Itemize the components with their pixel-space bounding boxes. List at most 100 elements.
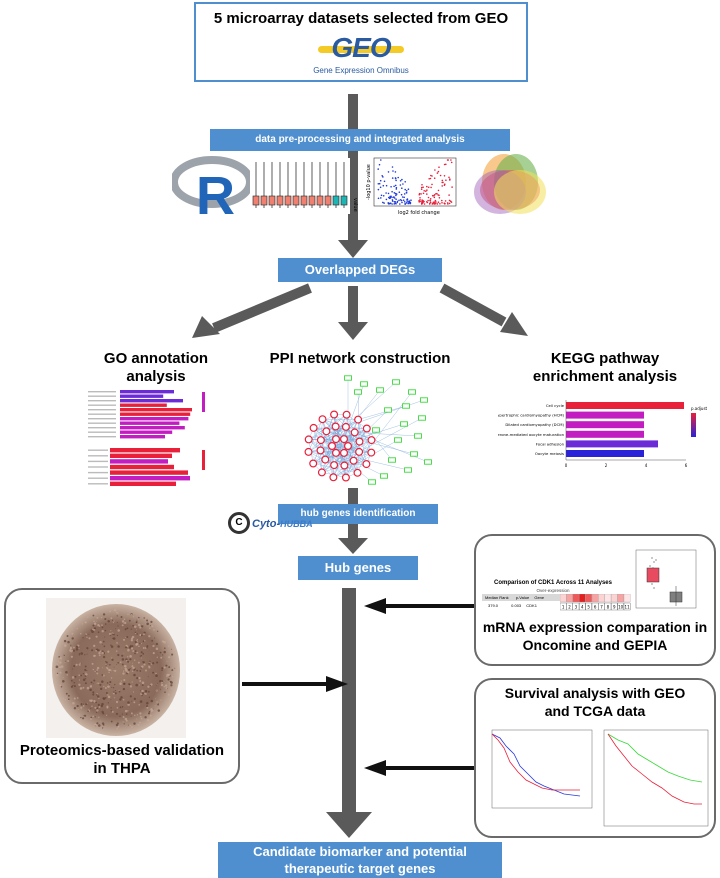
ppi-hub-node	[341, 473, 350, 482]
tissue-speck	[73, 698, 76, 700]
volcano-dot	[410, 199, 412, 201]
volcano-dot	[437, 170, 440, 173]
volcano-dot	[395, 186, 398, 189]
oncomine-col-p: p-Value	[515, 595, 530, 600]
tissue-speck	[135, 621, 138, 623]
tissue-speck	[120, 616, 123, 618]
title-box: 5 microarray datasets selected from GEO …	[194, 2, 528, 82]
volcano-dot	[401, 187, 403, 189]
tissue-speck	[154, 698, 156, 700]
tissue-speck	[160, 699, 162, 701]
ppi-node	[380, 473, 388, 479]
tissue-speck	[121, 654, 124, 657]
tissue-speck	[145, 669, 147, 672]
tissue-speck	[59, 661, 62, 664]
ppi-hub-node	[316, 436, 325, 445]
tissue-speck	[107, 685, 110, 688]
tissue-speck	[136, 651, 138, 653]
heatmap-cell	[566, 594, 573, 603]
tissue-speck	[144, 690, 148, 693]
heatmap-index-box	[560, 602, 567, 611]
heatmap-cell	[611, 594, 618, 603]
tissue-speck	[92, 691, 95, 694]
tissue-speck	[132, 662, 133, 664]
volcano-dot	[418, 192, 421, 195]
tissue-speck	[91, 662, 94, 665]
tissue-speck	[123, 682, 126, 685]
tissue-speck	[84, 668, 87, 671]
kegg-tick-label: 6	[685, 463, 688, 468]
volcano-dot	[405, 202, 408, 204]
tissue-speck	[124, 646, 128, 649]
tissue-speck	[75, 663, 78, 666]
volcano-dot	[389, 202, 392, 204]
ppi-hub-node	[362, 460, 371, 469]
volcano-dot	[430, 186, 432, 189]
go-term-label	[88, 449, 108, 451]
tissue-speck	[148, 690, 150, 693]
tissue-speck	[127, 660, 130, 663]
tissue-speck	[100, 704, 103, 708]
arrow-mrna-head	[364, 598, 386, 614]
tissue-speck	[78, 648, 80, 650]
volcano-dot	[401, 201, 403, 204]
tissue-speck	[109, 684, 111, 686]
tissue-speck	[121, 663, 124, 666]
tissue-speck	[137, 661, 140, 664]
tissue-speck	[113, 633, 115, 636]
tissue-speck	[154, 705, 156, 707]
tissue-speck	[126, 636, 129, 638]
ppi-hub-node	[318, 415, 327, 424]
tissue-speck	[62, 697, 65, 700]
tissue-speck	[102, 727, 104, 729]
tissue-speck	[149, 625, 151, 627]
volcano-dot	[402, 199, 405, 201]
tissue-speck	[66, 635, 69, 637]
tissue-speck	[104, 617, 107, 621]
go-term-label	[88, 418, 116, 420]
tissue-speck	[143, 617, 145, 619]
heatmap-cell	[591, 594, 599, 603]
volcano-dot	[433, 194, 436, 196]
tissue-speck	[71, 628, 73, 630]
tissue-speck	[67, 700, 69, 702]
volcano-dot	[426, 193, 428, 195]
volcano-dot	[449, 178, 451, 180]
volcano-dot	[427, 186, 430, 189]
tissue-speck	[72, 684, 74, 687]
tissue-speck	[90, 681, 93, 684]
volcano-dot	[443, 163, 446, 166]
tissue-speck	[131, 681, 133, 683]
tissue-speck	[93, 700, 96, 703]
volcano-dot	[404, 181, 406, 183]
tissue-speck	[130, 628, 132, 630]
tissue-speck	[119, 682, 122, 685]
tissue-speck	[140, 655, 143, 657]
volcano-dot	[404, 203, 407, 205]
volcano-dot	[451, 186, 453, 188]
tissue-speck	[141, 692, 144, 695]
tissue-speck	[80, 652, 83, 655]
tissue-speck	[165, 664, 168, 667]
tissue-speck	[90, 716, 93, 719]
tissue-speck	[101, 680, 104, 683]
ppi-node	[402, 403, 410, 409]
tissue-speck	[147, 685, 150, 688]
tissue-speck	[108, 632, 111, 635]
tissue-speck	[110, 635, 112, 637]
volcano-dot	[450, 159, 452, 161]
tissue-speck	[67, 694, 70, 697]
tissue-speck	[101, 629, 104, 633]
tissue-speck	[104, 629, 107, 632]
tissue-speck	[116, 722, 119, 725]
tissue-speck	[146, 701, 149, 705]
tissue-speck	[117, 629, 120, 632]
tissue-speck	[131, 645, 134, 648]
tissue-speck	[82, 705, 85, 707]
tissue-speck	[127, 648, 130, 652]
tissue-speck	[105, 697, 107, 699]
tissue-speck	[109, 669, 112, 672]
tissue-speck	[139, 715, 142, 718]
tissue-speck	[135, 683, 138, 687]
kegg-bar	[566, 411, 644, 419]
